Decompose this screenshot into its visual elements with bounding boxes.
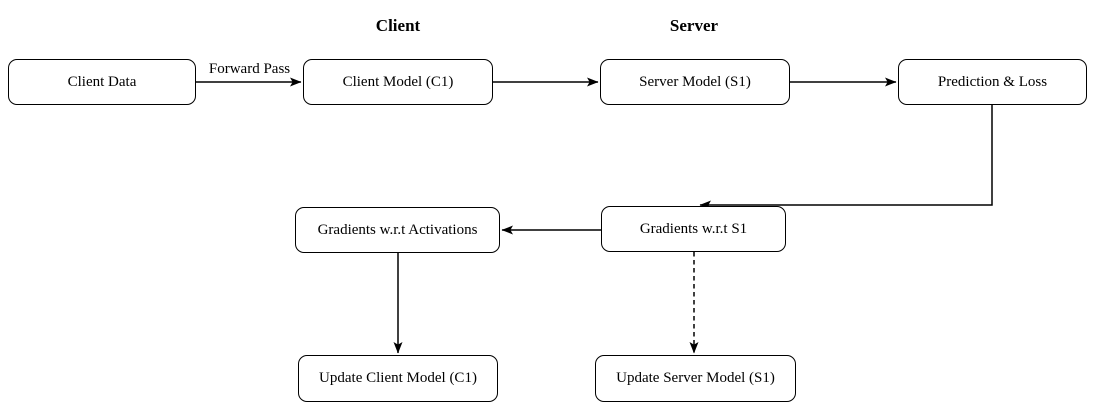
column-header-client: Client [375,16,421,35]
edge-label-forward-pass: Forward Pass [208,61,291,77]
node-update-server-model: Update Server Model (S1) [595,355,796,402]
node-server-model: Server Model (S1) [600,59,790,105]
node-gradients-wrt-activations: Gradients w.r.t Activations [295,207,500,253]
node-gradients-wrt-s1: Gradients w.r.t S1 [601,206,786,252]
node-update-client-model: Update Client Model (C1) [298,355,498,402]
column-header-server: Server [669,16,719,35]
node-client-model: Client Model (C1) [303,59,493,105]
node-client-data: Client Data [8,59,196,105]
edge-prediction-to-grads1 [699,105,993,210]
node-prediction-loss: Prediction & Loss [898,59,1087,105]
